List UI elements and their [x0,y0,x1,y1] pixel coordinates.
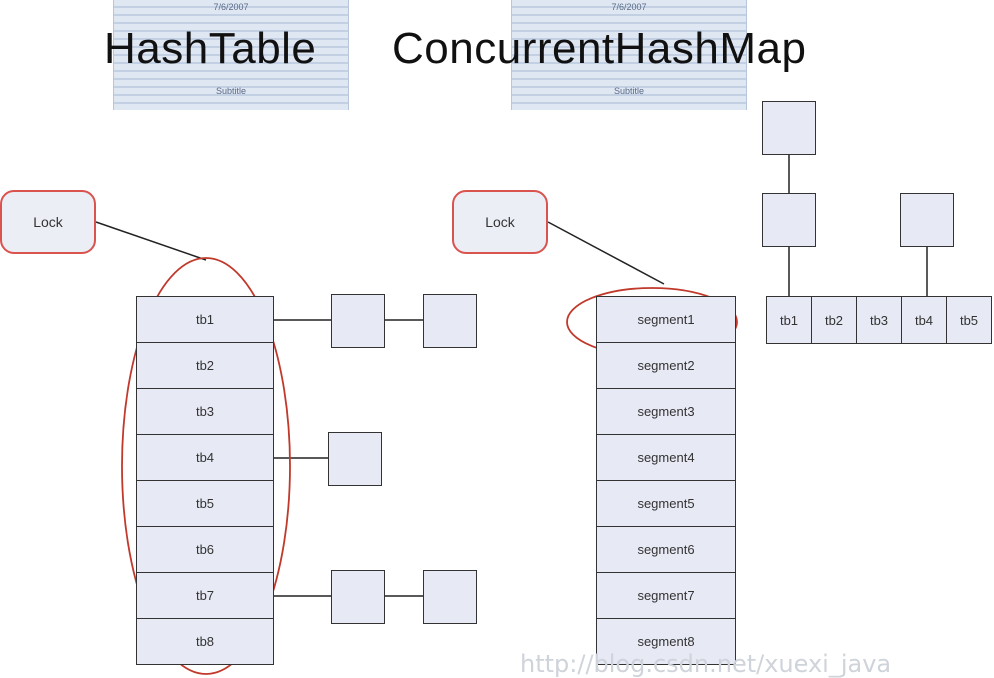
hashtable-bucket: tb8 [136,618,274,665]
chain-node [423,570,477,624]
segment-cell: segment3 [596,388,736,435]
segment-bucket: tb5 [946,296,992,344]
hashtable-bucket: tb2 [136,342,274,389]
slide-thumbnail-right: 7/6/2007 Subtitle [511,0,747,110]
chain-node [331,570,385,624]
segment-chain-node [762,193,816,247]
segment-cell: segment4 [596,434,736,481]
segment-cell: segment6 [596,526,736,573]
lock-box-right: Lock [452,190,548,254]
concurrenthashmap-title: ConcurrentHashMap [392,24,807,73]
hashtable-bucket: tb6 [136,526,274,573]
slide-thumbnail-left: 7/6/2007 Subtitle [113,0,349,110]
segment-bucket: tb1 [766,296,812,344]
segment-cell: segment1 [596,296,736,343]
watermark: http://blog.csdn.net/xuexi_java [520,650,892,678]
segment-bucket: tb3 [856,296,902,344]
segment-bucket: tb2 [811,296,857,344]
hashtable-bucket: tb5 [136,480,274,527]
chain-node [423,294,477,348]
segment-bucket: tb4 [901,296,947,344]
hashtable-title: HashTable [104,24,317,73]
slide-date: 7/6/2007 [611,2,647,12]
hashtable-bucket: tb3 [136,388,274,435]
lock-connector-left [95,221,207,261]
lock-connector-right [547,221,665,285]
slide-date: 7/6/2007 [213,2,249,12]
chain-node [328,432,382,486]
segment-cell: segment7 [596,572,736,619]
hashtable-bucket: tb7 [136,572,274,619]
segment-cell: segment8 [596,618,736,665]
slide-subtitle: Subtitle [613,86,645,96]
segment-chain-node [900,193,954,247]
slide-subtitle: Subtitle [215,86,247,96]
hashtable-bucket: tb4 [136,434,274,481]
segment-cell: segment2 [596,342,736,389]
lock-box-left: Lock [0,190,96,254]
segment-chain-node [762,101,816,155]
chain-node [331,294,385,348]
hashtable-lock-ellipse [121,257,291,675]
segment-cell: segment5 [596,480,736,527]
hashtable-bucket: tb1 [136,296,274,343]
